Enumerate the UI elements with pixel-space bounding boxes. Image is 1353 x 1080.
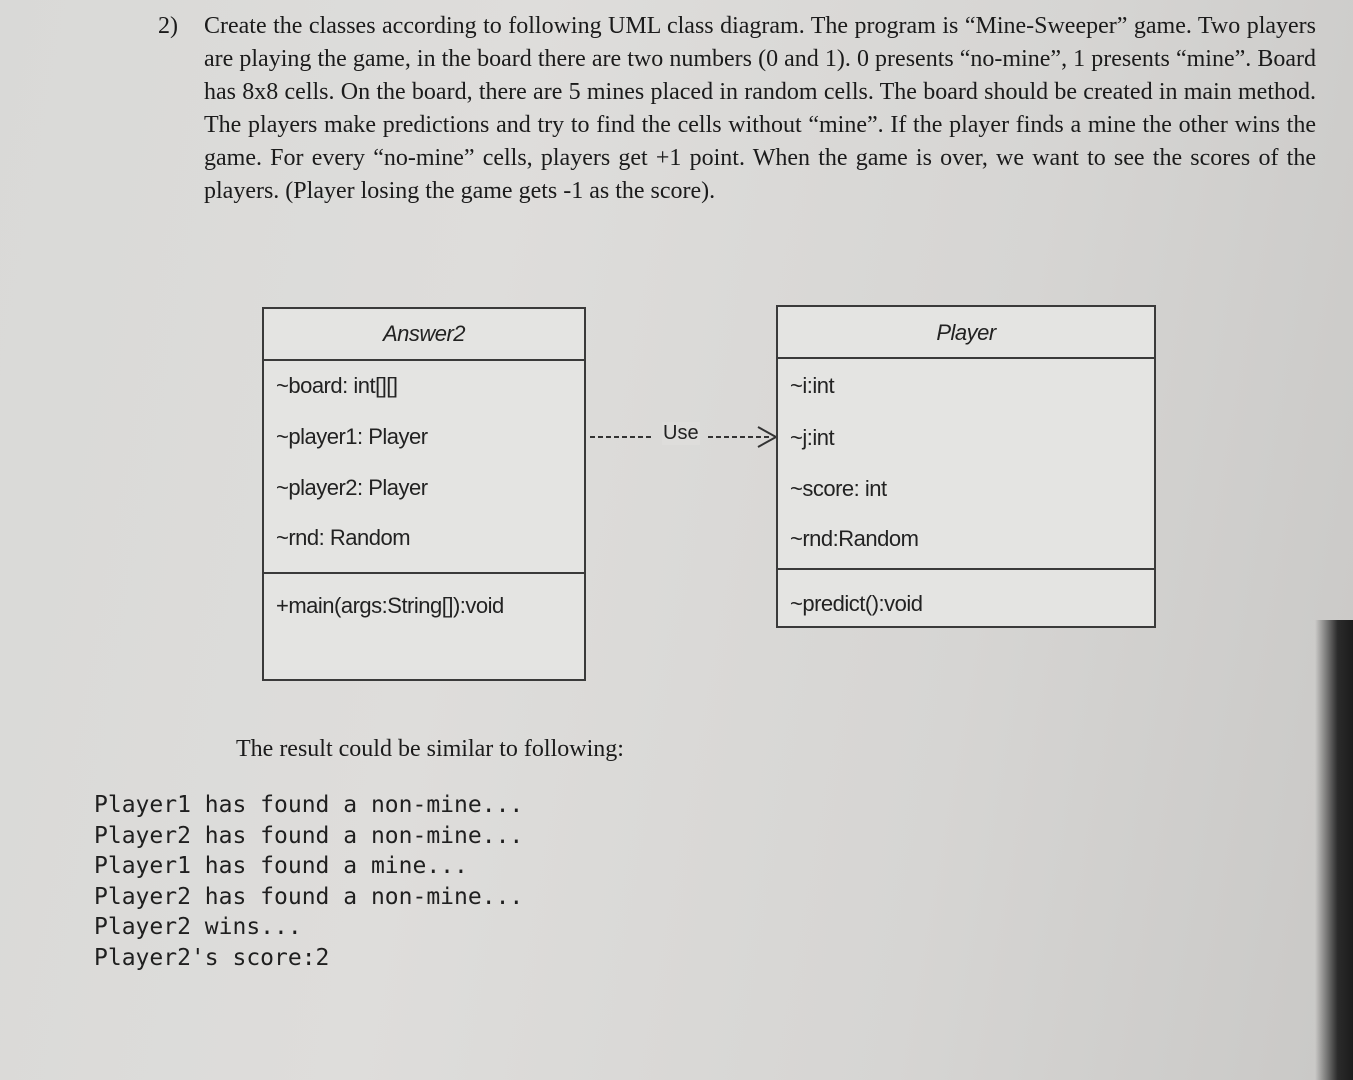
use-label: Use	[662, 422, 700, 445]
method: +main(args:String[]):void	[276, 593, 504, 618]
attribute: ~board: int[][]	[276, 373, 398, 398]
output-line: Player2's score:2	[94, 944, 330, 971]
use-dependency: Use	[590, 422, 780, 454]
attribute: ~player1: Player	[276, 424, 428, 449]
console-output: Player1 has found a non-mine... Player2 h…	[94, 790, 523, 973]
uml-class-answer2: Answer2 ~board: int[][] ~player1: Player…	[262, 307, 586, 681]
question-number: 2)	[158, 13, 178, 39]
output-line: Player1 has found a mine...	[94, 853, 468, 879]
class-name: Answer2	[382, 321, 466, 346]
attribute: ~i:int	[790, 373, 835, 398]
attribute: ~score: int	[790, 476, 887, 501]
attribute: ~rnd:Random	[790, 526, 919, 551]
attributes-divider	[778, 568, 1154, 570]
result-caption: The result could be similar to following…	[236, 736, 624, 762]
attributes-divider	[264, 572, 584, 574]
uml-class-player: Player ~i:int ~j:int ~score: int ~rnd:Ra…	[776, 305, 1156, 628]
photo-dark-edge	[1315, 620, 1353, 1080]
attribute: ~rnd: Random	[276, 525, 411, 550]
attribute: ~j:int	[790, 425, 835, 450]
attribute: ~player2: Player	[276, 475, 428, 500]
method: ~predict():void	[790, 591, 923, 616]
output-line: Player1 has found a non-mine...	[94, 792, 524, 818]
output-line: Player2 has found a non-mine...	[94, 883, 524, 910]
class-name: Player	[936, 320, 996, 345]
question-text: Create the classes according to followin…	[204, 13, 1316, 204]
name-divider	[264, 359, 584, 361]
name-divider	[778, 357, 1154, 359]
output-line: Player2 wins...	[94, 914, 302, 940]
output-line: Player2 has found a non-mine...	[94, 822, 524, 849]
